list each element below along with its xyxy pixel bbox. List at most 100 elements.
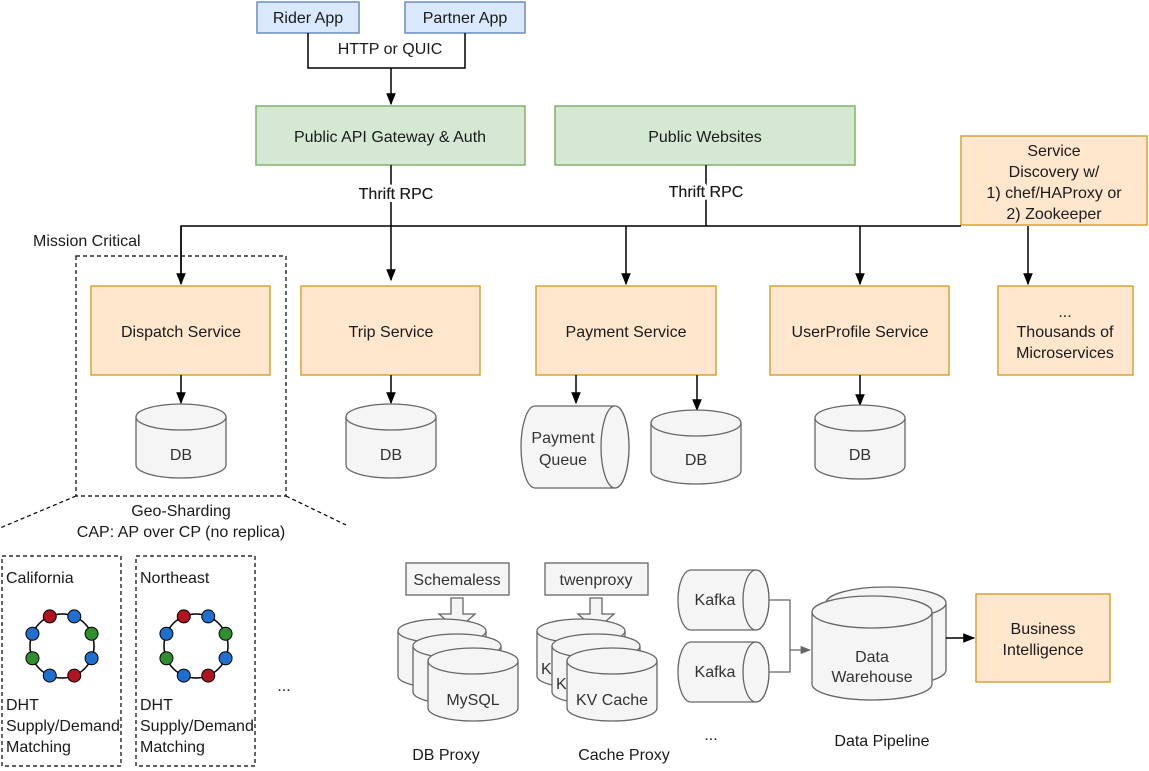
region-northeast-box	[135, 555, 256, 767]
northeast-dht-ring	[159, 609, 233, 683]
region-california-name: California	[6, 570, 74, 587]
dht-ring-outline	[29, 613, 95, 679]
geo-sharding-line1: Geo-Sharding	[131, 503, 231, 520]
kv-cache-back-label-2: K	[556, 676, 567, 693]
zoom-line-left	[0, 495, 77, 529]
dispatch-service-node: Dispatch Service	[90, 285, 271, 376]
payment-service-node: Payment Service	[535, 285, 717, 376]
dispatch-db-label: DB	[170, 447, 192, 464]
data-warehouse-cylinder: Data Warehouse	[811, 586, 947, 701]
microservices-line3: Microservices	[1016, 345, 1114, 362]
mission-critical-boundary	[75, 255, 287, 497]
trip-db-cylinder: DB	[345, 403, 437, 479]
discovery-line2: Discovery w/	[1009, 164, 1100, 181]
rider-app-node: Rider App	[256, 1, 360, 34]
region-northeast-line3: Matching	[140, 739, 205, 756]
db-proxy-caption: DB Proxy	[412, 747, 480, 764]
region-northeast-line2: Supply/Demand	[140, 718, 254, 735]
region-california-line3: Matching	[6, 739, 71, 756]
dht-node	[159, 626, 174, 641]
mission-critical-label: Mission Critical	[33, 233, 141, 250]
userprofile-service-node: UserProfile Service	[769, 285, 950, 376]
rpc-bus	[180, 225, 961, 280]
rpc-label-left: Thrift RPC	[359, 186, 434, 203]
geo-sharding-line2: CAP: AP over CP (no replica)	[77, 524, 285, 541]
twenproxy-node: twenproxy	[544, 562, 649, 596]
mysql-label: MySQL	[446, 692, 499, 709]
dht-node	[42, 609, 57, 624]
dht-node	[176, 609, 191, 624]
dispatch-service-label: Dispatch Service	[121, 324, 241, 341]
dht-node	[218, 626, 233, 641]
region-california-line2: Supply/Demand	[6, 718, 120, 735]
client-connector	[307, 33, 466, 69]
kv-cache-label: KV Cache	[576, 692, 648, 709]
kafka-2-label: Kafka	[695, 664, 736, 681]
dht-node	[25, 626, 40, 641]
business-intelligence-node: Business Intelligence	[975, 593, 1111, 683]
kv-cache-cluster: K K KV Cache	[536, 618, 658, 722]
region-california-box	[1, 555, 122, 767]
data-pipeline-caption: Data Pipeline	[834, 733, 929, 750]
kafka-1-label: Kafka	[695, 592, 736, 609]
microservices-line1: ...	[1058, 304, 1071, 321]
dht-node	[84, 651, 99, 666]
twenproxy-label: twenproxy	[560, 572, 633, 589]
payment-db-cylinder: DB	[650, 409, 742, 485]
dht-node	[159, 651, 174, 666]
rider-app-label: Rider App	[273, 10, 343, 27]
service-discovery-node: Service Discovery w/ 1) chef/HAProxy or …	[960, 135, 1148, 226]
kafka-more: ...	[704, 727, 717, 744]
public-websites-label: Public Websites	[648, 129, 762, 146]
payment-db-label: DB	[685, 452, 707, 469]
partner-app-node: Partner App	[404, 1, 526, 34]
userprofile-db-label: DB	[849, 447, 871, 464]
rpc-label-left-fg: Thrift RPC	[359, 186, 434, 203]
payment-queue-cylinder: Payment Queue	[520, 405, 630, 489]
zoom-line-right	[285, 495, 347, 526]
region-northeast-line1: DHT	[140, 697, 173, 714]
cache-proxy-caption: Cache Proxy	[578, 747, 670, 764]
kv-cache-back-label-1: K	[541, 661, 552, 678]
region-northeast-name: Northeast	[140, 570, 210, 587]
california-dht-ring	[25, 609, 99, 683]
dispatch-db-cylinder: DB	[135, 403, 227, 479]
dht-node	[218, 651, 233, 666]
discovery-line3: 1) chef/HAProxy or	[986, 185, 1122, 202]
rpc-label-right: Thrift RPC	[669, 184, 744, 201]
api-gateway-node: Public API Gateway & Auth	[255, 105, 526, 166]
schemaless-label: Schemaless	[413, 572, 500, 589]
mysql-cluster: MySQL	[397, 618, 519, 722]
dht-node	[67, 609, 82, 624]
trip-service-label: Trip Service	[349, 324, 434, 341]
discovery-line4: 2) Zookeeper	[1006, 206, 1102, 223]
dht-node	[176, 668, 191, 683]
discovery-line1: Service	[1027, 143, 1080, 160]
dht-node	[42, 668, 57, 683]
userprofile-service-label: UserProfile Service	[792, 324, 929, 341]
public-websites-node: Public Websites	[554, 105, 856, 166]
dht-node	[84, 626, 99, 641]
bi-line2: Intelligence	[1003, 642, 1084, 659]
kafka-merge-line	[769, 599, 791, 673]
userprofile-db-cylinder: DB	[814, 404, 906, 480]
microservices-node: ... Thousands of Microservices	[997, 285, 1134, 376]
dht-node	[201, 609, 216, 624]
dht-node	[201, 668, 216, 683]
partner-app-label: Partner App	[423, 10, 508, 27]
api-gateway-label: Public API Gateway & Auth	[294, 129, 486, 146]
warehouse-line1: Data	[855, 649, 889, 666]
kafka-2-cylinder: Kafka	[677, 641, 770, 703]
dht-node	[67, 668, 82, 683]
payment-service-label: Payment Service	[566, 324, 687, 341]
trip-service-node: Trip Service	[300, 285, 481, 376]
microservices-line2: Thousands of	[1017, 324, 1115, 341]
regions-more: ...	[277, 678, 290, 695]
payment-queue-line2: Queue	[539, 452, 587, 469]
region-california-line1: DHT	[6, 697, 39, 714]
schemaless-node: Schemaless	[405, 562, 510, 596]
dht-ring-outline	[163, 613, 229, 679]
payment-queue-line1: Payment	[531, 430, 595, 447]
warehouse-line2: Warehouse	[831, 669, 912, 686]
